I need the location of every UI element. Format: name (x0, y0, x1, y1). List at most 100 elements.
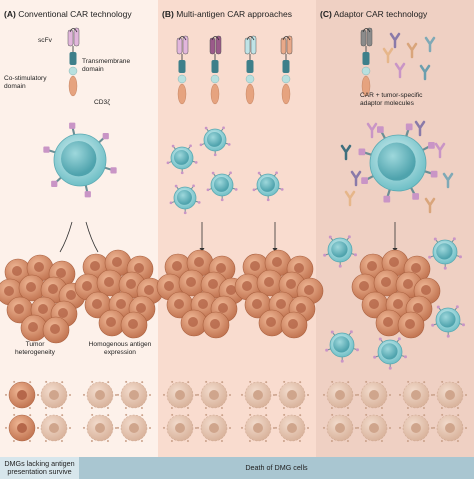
debris-fragment (347, 407, 349, 409)
debris-fragment (107, 414, 109, 416)
cd3z-domain (69, 76, 77, 96)
debris-fragment (241, 394, 243, 396)
debris-fragment (91, 440, 93, 442)
tcell-nucleus (381, 343, 397, 359)
scfv-heavy-lobe (361, 30, 366, 46)
scfv-heavy-lobe (177, 38, 182, 54)
cd3z-domain (178, 84, 186, 104)
tumor-nucleus (116, 299, 126, 309)
receptor-tip (43, 147, 49, 153)
debris-fragment (457, 381, 459, 383)
tumor-nucleus (12, 266, 22, 276)
debris-fragment (299, 414, 301, 416)
debris-fragment (107, 381, 109, 383)
tumor-nucleus (294, 263, 304, 273)
tumor-nucleus (28, 322, 38, 332)
receptor-tip (434, 238, 437, 241)
debris-fragment (423, 381, 425, 383)
costimulatory-domain (69, 67, 77, 75)
debris-fragment (29, 407, 31, 409)
tumor-nucleus (56, 268, 66, 278)
tumor-nucleus (413, 303, 423, 313)
tumor-nucleus (369, 299, 379, 309)
debris-fragment (163, 394, 165, 396)
receptor-tip (331, 331, 334, 334)
tumor-nucleus (186, 277, 196, 287)
receptor-tip (221, 199, 224, 202)
debris-fragment (5, 394, 7, 396)
debris-fragment (141, 381, 143, 383)
debris-fragment (141, 440, 143, 442)
receptor-tip (431, 171, 438, 178)
debris-fragment (365, 407, 367, 409)
receptor-tip (456, 305, 459, 308)
debris-fragment (275, 427, 277, 429)
debris-fragment (117, 427, 119, 429)
debris-fragment (457, 414, 459, 416)
debris-fragment (389, 427, 391, 429)
debris-fragment (407, 407, 409, 409)
debris-fragment (13, 381, 15, 383)
receptor-tip (51, 181, 57, 187)
tumor-nucleus (411, 263, 421, 273)
cell-nucleus (335, 423, 345, 433)
debris-fragment (221, 440, 223, 442)
tumor-nucleus (405, 319, 415, 329)
tumor-nucleus (252, 299, 262, 309)
debris-fragment (187, 440, 189, 442)
tcell-nucleus (436, 243, 452, 259)
debris-fragment (221, 381, 223, 383)
cell-nucleus (287, 390, 297, 400)
panel-b-header: (B) Multi-antigen CAR approaches (162, 9, 292, 19)
debris-fragment (407, 381, 409, 383)
homogenous-expression-label: Homogenous antigen expression (86, 341, 154, 357)
cell-nucleus (95, 423, 105, 433)
debris-fragment (13, 414, 15, 416)
debris-fragment (433, 394, 435, 396)
panel-b-letter: (B) (162, 9, 174, 19)
tcell-nucleus (260, 177, 275, 192)
debris-fragment (457, 440, 459, 442)
debris-fragment (283, 440, 285, 442)
tumor-nucleus (104, 277, 114, 287)
cell-nucleus (253, 423, 263, 433)
adaptor-label: CAR + tumor-specific adaptor molecules (360, 92, 440, 108)
tumor-nucleus (164, 281, 174, 291)
debris-fragment (299, 407, 301, 409)
tcell-nucleus (207, 132, 222, 147)
debris-fragment (283, 414, 285, 416)
scfv-heavy-lobe (68, 30, 73, 46)
receptor-tip (383, 196, 390, 203)
debris-fragment (125, 407, 127, 409)
receptor-tip (170, 201, 173, 204)
debris-fragment (441, 440, 443, 442)
debris-fragment (465, 427, 467, 429)
tumor-nucleus (367, 261, 377, 271)
debris-fragment (125, 381, 127, 383)
scfv-label: scFv (38, 37, 52, 45)
tumor-nucleus (242, 281, 252, 291)
debris-fragment (249, 381, 251, 383)
receptor-tip (258, 172, 261, 175)
debris-fragment (283, 381, 285, 383)
debris-fragment (115, 427, 117, 429)
debris-fragment (37, 427, 39, 429)
debris-fragment (407, 440, 409, 442)
debris-fragment (91, 381, 93, 383)
tumor-nucleus (106, 317, 116, 327)
debris-fragment (423, 440, 425, 442)
tumor-nucleus (296, 303, 306, 313)
receptor-tip (229, 172, 232, 175)
tumor-nucleus (304, 285, 314, 295)
debris-fragment (273, 427, 275, 429)
tumor-nucleus (174, 299, 184, 309)
debris-fragment (331, 407, 333, 409)
transmembrane-domain (247, 60, 254, 73)
footer-death-text: Death of DMG cells (79, 457, 474, 479)
debris-fragment (83, 394, 85, 396)
receptor-tip (329, 236, 332, 239)
receptor-tip (175, 185, 178, 188)
debris-fragment (323, 394, 325, 396)
cell-nucleus (209, 423, 219, 433)
